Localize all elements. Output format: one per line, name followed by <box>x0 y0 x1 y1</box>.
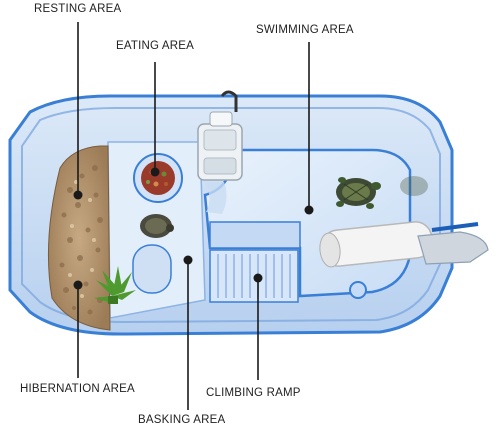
gravel-highlights <box>68 180 96 298</box>
gravel-stones <box>59 165 103 315</box>
plant-decoration <box>94 266 136 304</box>
resting-area-label: RESTING AREA <box>34 3 122 15</box>
leader-lines <box>77 22 310 410</box>
leader-dots <box>73 167 314 290</box>
food-bowl <box>133 153 183 203</box>
pool-edge <box>209 221 301 249</box>
drain <box>349 281 367 299</box>
heat-lamp <box>319 221 489 268</box>
turtle-reflection <box>400 176 428 196</box>
filter-pump <box>197 90 243 181</box>
eating-area-label: EATING AREA <box>116 40 195 52</box>
climbing-ramp <box>209 249 299 303</box>
basking-area-label: BASKING AREA <box>138 414 226 426</box>
large-turtle <box>336 177 381 209</box>
small-turtle <box>140 214 174 238</box>
water-splash <box>204 182 227 214</box>
climbing-ramp-label: CLIMBING RAMP <box>206 387 301 399</box>
gravel-area <box>47 145 111 331</box>
hibernation-area-label: HIBERNATION AREA <box>20 383 135 395</box>
swimming-area-label: SWIMMING AREA <box>256 24 354 36</box>
basking-hole <box>132 244 172 294</box>
